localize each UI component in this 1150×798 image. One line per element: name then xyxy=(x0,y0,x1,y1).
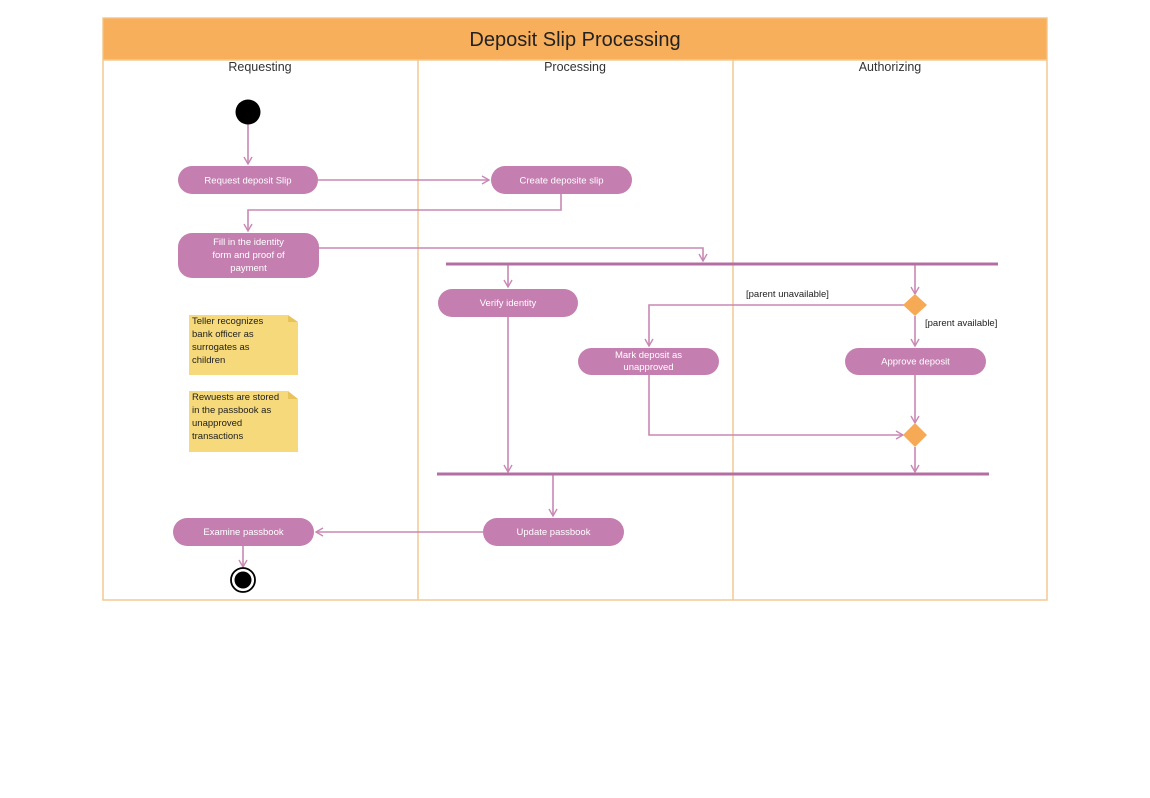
flow-mark-to-merge xyxy=(648,374,905,440)
flow-fill-to-fork xyxy=(318,247,708,263)
lane-label-requesting: Requesting xyxy=(228,60,291,74)
note-line: surrogates as xyxy=(192,342,250,353)
action-examine-passbook[interactable]: Examine passbook xyxy=(173,518,314,546)
title-header xyxy=(102,17,1048,61)
note-line: Rewuests are stored xyxy=(192,392,279,403)
action-fill-identity-form[interactable]: Fill in the identity form and proof of p… xyxy=(178,233,319,278)
action-label: Update passbook xyxy=(517,527,591,538)
action-label-line: form and proof of xyxy=(212,250,285,261)
lane-label-authorizing: Authorizing xyxy=(859,60,922,74)
action-verify-identity[interactable]: Verify identity xyxy=(438,289,578,317)
action-request-deposit-slip[interactable]: Request deposit Slip xyxy=(178,166,318,194)
note-line: Teller recognizes xyxy=(192,316,264,327)
control-flows xyxy=(238,124,920,569)
note-requests-stored: Rewuests are stored in the passbook as u… xyxy=(189,391,298,452)
note-line: bank officer as xyxy=(192,329,254,340)
flow-create-to-fill xyxy=(243,193,562,233)
decision-diamond[interactable] xyxy=(903,294,927,316)
note-teller-recognizes: Teller recognizes bank officer as surrog… xyxy=(189,315,298,375)
action-label: Approve deposit xyxy=(881,357,950,368)
action-label: Request deposit Slip xyxy=(204,176,291,187)
action-label: Create deposite slip xyxy=(520,176,604,187)
action-label-line: Fill in the identity xyxy=(213,237,284,248)
guard-parent-available: [parent available] xyxy=(925,318,997,329)
flow-decision-to-mark xyxy=(644,304,904,348)
guard-parent-unavailable: [parent unavailable] xyxy=(746,289,829,300)
action-label-line: unapproved xyxy=(623,362,673,373)
diagram-title: Deposit Slip Processing xyxy=(469,29,680,51)
note-line: children xyxy=(192,355,225,366)
note-line: in the passbook as xyxy=(192,405,271,416)
action-label: Verify identity xyxy=(480,298,537,309)
action-approve-deposit[interactable]: Approve deposit xyxy=(845,348,986,375)
action-label-line: Mark deposit as xyxy=(615,350,682,361)
end-node xyxy=(230,567,256,593)
action-update-passbook[interactable]: Update passbook xyxy=(483,518,624,546)
note-line: unapproved xyxy=(192,418,242,429)
note-line: transactions xyxy=(192,431,243,442)
action-mark-deposit-unapproved[interactable]: Mark deposit as unapproved xyxy=(578,348,719,375)
lane-label-processing: Processing xyxy=(544,60,606,74)
merge-diamond[interactable] xyxy=(903,423,927,447)
start-node xyxy=(235,99,261,125)
action-label: Examine passbook xyxy=(203,527,284,538)
action-label-line: payment xyxy=(230,263,267,274)
action-create-deposite-slip[interactable]: Create deposite slip xyxy=(491,166,632,194)
